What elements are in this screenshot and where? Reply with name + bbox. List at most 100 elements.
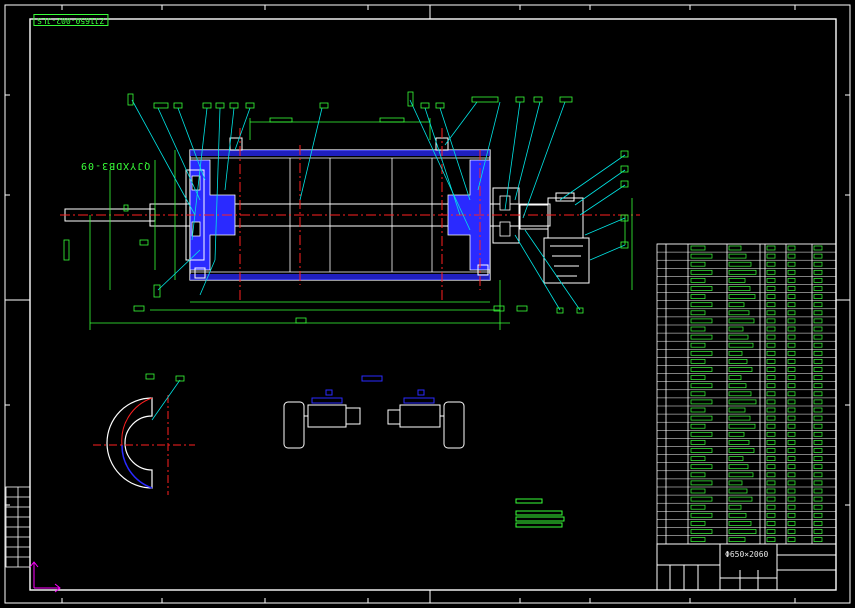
parts-cell-text: [766, 367, 776, 372]
parts-cell-text: [766, 286, 776, 291]
parts-cell-text: [787, 278, 796, 283]
parts-cell-text: [813, 326, 823, 332]
parts-cell-text: [787, 415, 796, 421]
parts-cell-text: [813, 423, 823, 429]
parts-cell-text: [787, 423, 796, 429]
parts-cell-text: [728, 326, 744, 332]
parts-cell-text: [787, 326, 796, 332]
parts-cell-text: [728, 440, 750, 445]
parts-cell-text: [728, 383, 747, 389]
parts-cell-text: [766, 423, 776, 429]
parts-cell-text: [690, 407, 706, 413]
parts-cell-text: [728, 496, 753, 502]
parts-cell-text: [813, 375, 823, 380]
parts-cell-text: [787, 440, 796, 445]
parts-cell-text: [787, 334, 796, 340]
parts-cell-text: [813, 448, 823, 453]
parts-cell-text: [728, 359, 748, 364]
parts-cell-text: [690, 253, 713, 259]
parts-cell-text: [690, 464, 713, 470]
coupling-views: [283, 375, 465, 449]
parts-cell-text: [728, 480, 743, 486]
parts-cell-text: [813, 367, 823, 372]
parts-cell-text: [813, 269, 823, 275]
parts-cell-text: [690, 350, 713, 356]
parts-cell-text: [690, 472, 706, 478]
parts-cell-text: [766, 253, 776, 259]
parts-cell-text: [728, 488, 748, 494]
parts-cell-text: [813, 253, 823, 259]
parts-cell-text: [690, 448, 713, 453]
parts-cell-text: [787, 318, 796, 324]
parts-cell-text: [766, 529, 776, 534]
border-grid-ticks: [5, 5, 850, 603]
parts-cell-text: [766, 448, 776, 453]
parts-cell-text: [813, 496, 823, 502]
parts-cell-text: [787, 488, 796, 494]
parts-cell-text: [787, 464, 796, 470]
parts-cell-text: [813, 261, 823, 267]
parts-cell-text: [766, 440, 776, 445]
parts-cell-text: [690, 496, 713, 502]
parts-cell-text: [787, 407, 796, 413]
parts-cell-text: [690, 375, 706, 380]
parts-cell-text: [766, 261, 776, 267]
parts-cell-text: [787, 294, 796, 299]
drum-lagging-top: [190, 150, 490, 156]
parts-cell-text: [690, 261, 706, 267]
parts-cell-text: [690, 488, 706, 494]
parts-cell-text: [813, 464, 823, 470]
parts-cell-text: [813, 399, 823, 405]
parts-cell-text: [787, 504, 796, 510]
parts-cell-text: [813, 440, 823, 445]
parts-cell-text: [813, 350, 823, 356]
parts-cell-text: [766, 310, 776, 316]
parts-cell-text: [766, 512, 776, 518]
parts-cell-text: [728, 464, 749, 470]
parts-cell-text: [728, 261, 752, 267]
parts-cell-text: [690, 512, 713, 518]
parts-cell-text: [813, 359, 823, 364]
parts-cell-text: [813, 294, 823, 299]
parts-cell-text: [813, 529, 823, 534]
section-detail-view: [93, 373, 195, 495]
parts-cell-text: [813, 431, 823, 437]
parts-cell-text: [813, 488, 823, 494]
gear-reducer: [519, 192, 590, 284]
parts-cell-text: [787, 269, 796, 275]
parts-cell-text: [787, 496, 796, 502]
drawing-number-stamp: ZJ1650-002-JLS: [33, 14, 109, 26]
parts-cell-text: [787, 431, 796, 437]
parts-cell-text: [728, 537, 746, 542]
parts-cell-text: [787, 342, 796, 348]
parts-cell-text: [787, 383, 796, 389]
parts-cell-text: [728, 367, 753, 372]
parts-cell-text: [813, 334, 823, 340]
parts-cell-text: [787, 456, 796, 461]
parts-cell-text: [690, 521, 706, 526]
parts-cell-text: [766, 375, 776, 380]
parts-cell-text: [690, 391, 706, 397]
parts-cell-text: [690, 245, 706, 251]
ucs-axis-icon: [29, 561, 61, 593]
parts-cell-text: [766, 431, 776, 437]
parts-cell-text: [766, 464, 776, 470]
parts-cell-text: [690, 318, 713, 324]
parts-cell-text: [690, 367, 713, 372]
parts-cell-text: [813, 278, 823, 283]
parts-cell-text: [766, 342, 776, 348]
drum-lagging-bottom: [190, 274, 490, 280]
parts-cell-text: [787, 261, 796, 267]
parts-cell-text: [813, 456, 823, 461]
parts-cell-text: [766, 334, 776, 340]
parts-cell-text: [787, 472, 796, 478]
parts-cell-text: [766, 496, 776, 502]
parts-cell-text: [728, 521, 752, 526]
parts-cell-text: [690, 423, 706, 429]
title-block: [656, 543, 837, 591]
parts-cell-text: [787, 375, 796, 380]
parts-cell-text: [787, 302, 796, 308]
parts-cell-text: [690, 294, 706, 299]
parts-cell-text: [690, 342, 706, 348]
parts-cell-text: [787, 529, 796, 534]
